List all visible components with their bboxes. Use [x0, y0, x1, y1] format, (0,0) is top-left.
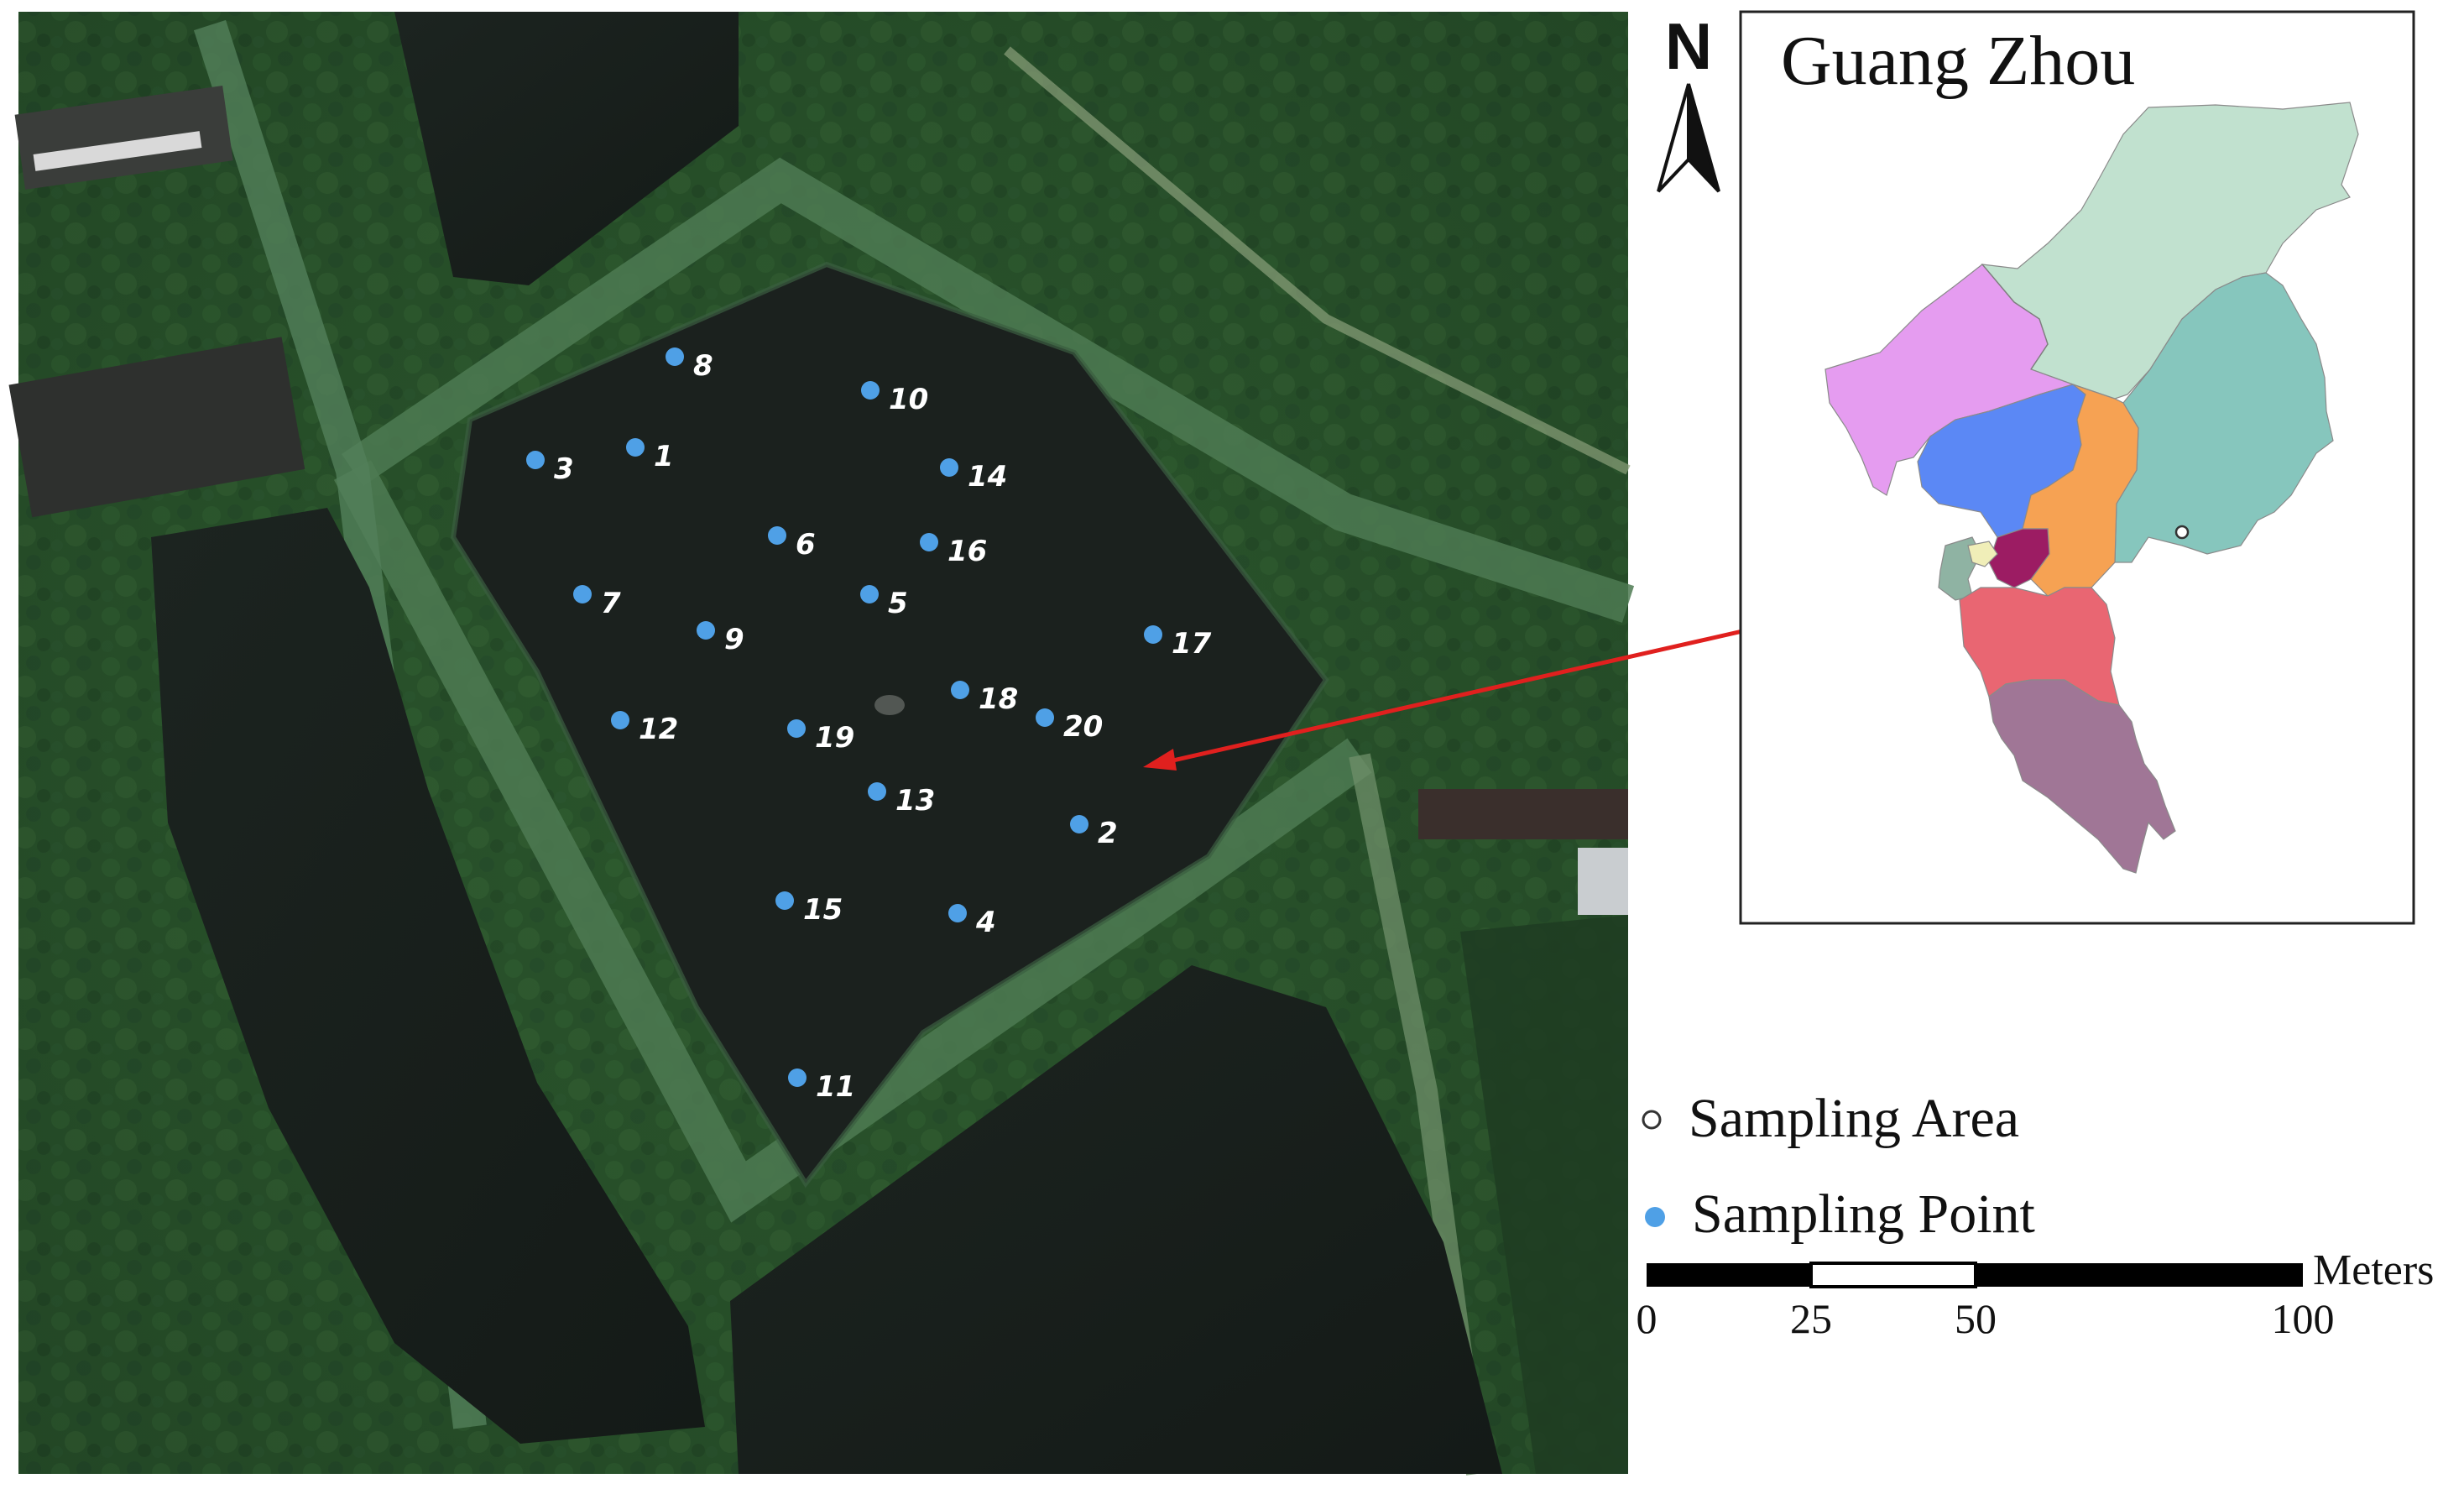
- scale-bar: Meters 0 25 50 100: [1637, 1246, 2435, 1342]
- sampling-point-16: [920, 533, 938, 551]
- district-small-yellow: [1967, 541, 1998, 567]
- sampling-point-12: [611, 711, 629, 729]
- legend-sampling-area: Sampling Area: [1689, 1088, 2019, 1149]
- district-south-red: [1959, 587, 2120, 706]
- sampling-point-10: [861, 381, 880, 400]
- sampling-point-17: [1144, 625, 1162, 644]
- legend-sampling-point: Sampling Point: [1692, 1183, 2035, 1245]
- dike-path: [1004, 46, 1631, 475]
- sampling-point-label-8: 8: [693, 349, 713, 383]
- north-label: N: [1665, 9, 1712, 83]
- scale-tick-50: 50: [1955, 1295, 1997, 1342]
- building: [1578, 848, 1628, 915]
- sampling-area-marker: [2174, 525, 2190, 540]
- sampling-point-label-7: 7: [601, 587, 621, 620]
- scale-tick-25: 25: [1790, 1295, 1832, 1342]
- sampling-point-20: [1036, 708, 1054, 727]
- field-right: [1460, 915, 1628, 1474]
- sampling-point-label-12: 12: [639, 713, 678, 746]
- sampling-point-label-9: 9: [724, 623, 744, 656]
- sampling-point-5: [860, 585, 879, 603]
- sampling-point-label-14: 14: [968, 460, 1007, 494]
- scale-segment: [1976, 1263, 2303, 1287]
- sampling-point-7: [573, 585, 592, 603]
- sampling-point-label-2: 2: [1098, 817, 1118, 850]
- inset-title: Guang Zhou: [1781, 22, 2135, 100]
- scale-segment: [1647, 1263, 1811, 1287]
- sampling-point-label-16: 16: [947, 535, 987, 568]
- sampling-point-14: [940, 458, 958, 477]
- district-center-maroon: [1988, 528, 2050, 588]
- sampling-point-18: [951, 681, 969, 699]
- building: [1418, 789, 1628, 839]
- pond-top: [394, 12, 739, 285]
- sampling-area-legend-icon: [1642, 1110, 1662, 1130]
- sampling-point-15: [775, 891, 794, 910]
- sampling-point-4: [948, 904, 967, 922]
- sampling-point-label-3: 3: [554, 452, 574, 486]
- sampling-point-label-15: 15: [803, 893, 843, 927]
- sampling-point-label-6: 6: [796, 528, 816, 562]
- north-arrow-icon: N: [1657, 9, 1720, 193]
- dike-path: [333, 460, 1372, 1223]
- sampling-point-label-11: 11: [816, 1070, 855, 1104]
- sampling-point-6: [768, 526, 786, 545]
- sampling-point-1: [626, 438, 645, 457]
- sampling-point-label-4: 4: [975, 906, 996, 939]
- sampling-point-label-20: 20: [1063, 710, 1103, 744]
- sampling-point-19: [787, 719, 806, 738]
- sampling-point-label-19: 19: [815, 721, 854, 755]
- sampling-point-label-13: 13: [895, 784, 935, 818]
- legend: Sampling Area Sampling Point: [1642, 1088, 2035, 1245]
- sampling-point-11: [788, 1068, 807, 1087]
- scale-tick-100: 100: [2272, 1295, 2335, 1342]
- scale-tick-0: 0: [1637, 1295, 1657, 1342]
- sampling-point-13: [868, 782, 886, 801]
- district-far-south-purple: [1988, 679, 2176, 874]
- sampling-point-8: [666, 347, 684, 366]
- sampling-point-9: [697, 621, 715, 640]
- sampling-point-legend-icon: [1645, 1207, 1665, 1227]
- sampling-point-3: [526, 451, 545, 469]
- pond-left: [151, 508, 705, 1444]
- scale-segment: [1809, 1262, 1977, 1288]
- pond-bottom: [730, 965, 1502, 1474]
- sampling-point-label-17: 17: [1172, 627, 1212, 661]
- sampling-point-label-1: 1: [654, 440, 674, 473]
- inset-map: Guang Zhou N: [1657, 9, 2415, 925]
- sampling-point-label-5: 5: [888, 587, 908, 620]
- sampling-point-label-18: 18: [979, 682, 1018, 716]
- sampling-point-label-10: 10: [889, 383, 928, 416]
- scale-unit: Meters: [2313, 1246, 2434, 1294]
- sampling-point-2: [1070, 815, 1088, 833]
- building: [8, 337, 305, 518]
